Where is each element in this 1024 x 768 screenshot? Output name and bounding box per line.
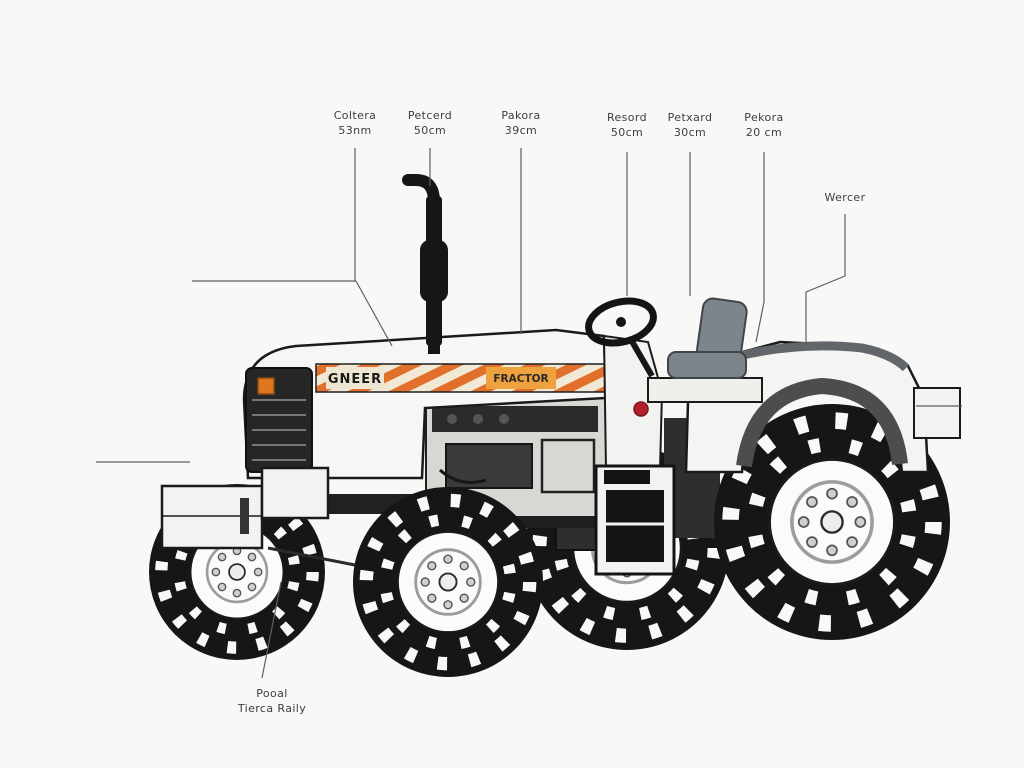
callout-petxard-value: 30cm (673, 126, 707, 140)
callout-coltera-name: Coltera (333, 109, 377, 122)
hood: GNEER FRACTOR (242, 328, 615, 480)
callout-resord-name: Resord (606, 111, 648, 124)
hitch-bracket (913, 387, 961, 439)
callout-pekora: Pekora 20 cm (744, 110, 783, 141)
callout-wercer-name: Wercer (824, 191, 866, 204)
callout-pakora-name: Pakora (501, 109, 541, 122)
callout-pakora: Pakora 39cm (501, 108, 540, 139)
fuel-cap (633, 401, 649, 417)
callout-coltera: Coltera 53nm (334, 108, 377, 139)
callout-petcerd: Petcerd 50cm (408, 108, 452, 139)
callout-petxard-name: Petxard (667, 111, 713, 124)
leader-wercer (805, 214, 846, 344)
leader-pooal (261, 581, 282, 679)
leader-coltera (354, 148, 393, 347)
callout-pekora-name: Pekora (744, 111, 784, 124)
front-grille (245, 367, 313, 473)
callout-petcerd-name: Petcerd (407, 109, 453, 122)
callout-pakora-value: 39cm (504, 124, 538, 138)
front-wheel-near (353, 487, 543, 677)
callout-petxard: Petxard 30cm (668, 110, 713, 141)
callout-pooal-value: Tierca Raily (237, 702, 307, 716)
callout-resord: Resord 50cm (607, 110, 647, 141)
exhaust-pipe (402, 174, 448, 354)
step-box (594, 464, 676, 576)
callout-pooal-name: Pooal (256, 687, 288, 700)
leader-pekora (755, 152, 765, 343)
leader-lines (96, 148, 962, 679)
callout-resord-value: 50cm (610, 126, 644, 140)
operator-seat (647, 297, 763, 403)
decal-brand-text: GNEER (328, 372, 382, 387)
decal-model-text: FRACTOR (493, 373, 548, 385)
callout-pekora-value: 20 cm (745, 126, 783, 140)
callout-petcerd-value: 50cm (413, 124, 447, 138)
callout-wercer: Wercer (824, 190, 865, 205)
front-weight-block (160, 466, 361, 568)
rear-fender (684, 340, 961, 474)
decal-stripe-band: GNEER FRACTOR (315, 363, 615, 393)
callout-pooal: Pooal Tierca Raily (238, 686, 306, 717)
callout-coltera-value: 53nm (338, 124, 372, 138)
steering-wheel (585, 297, 657, 378)
brand-logo-icon (257, 377, 275, 395)
